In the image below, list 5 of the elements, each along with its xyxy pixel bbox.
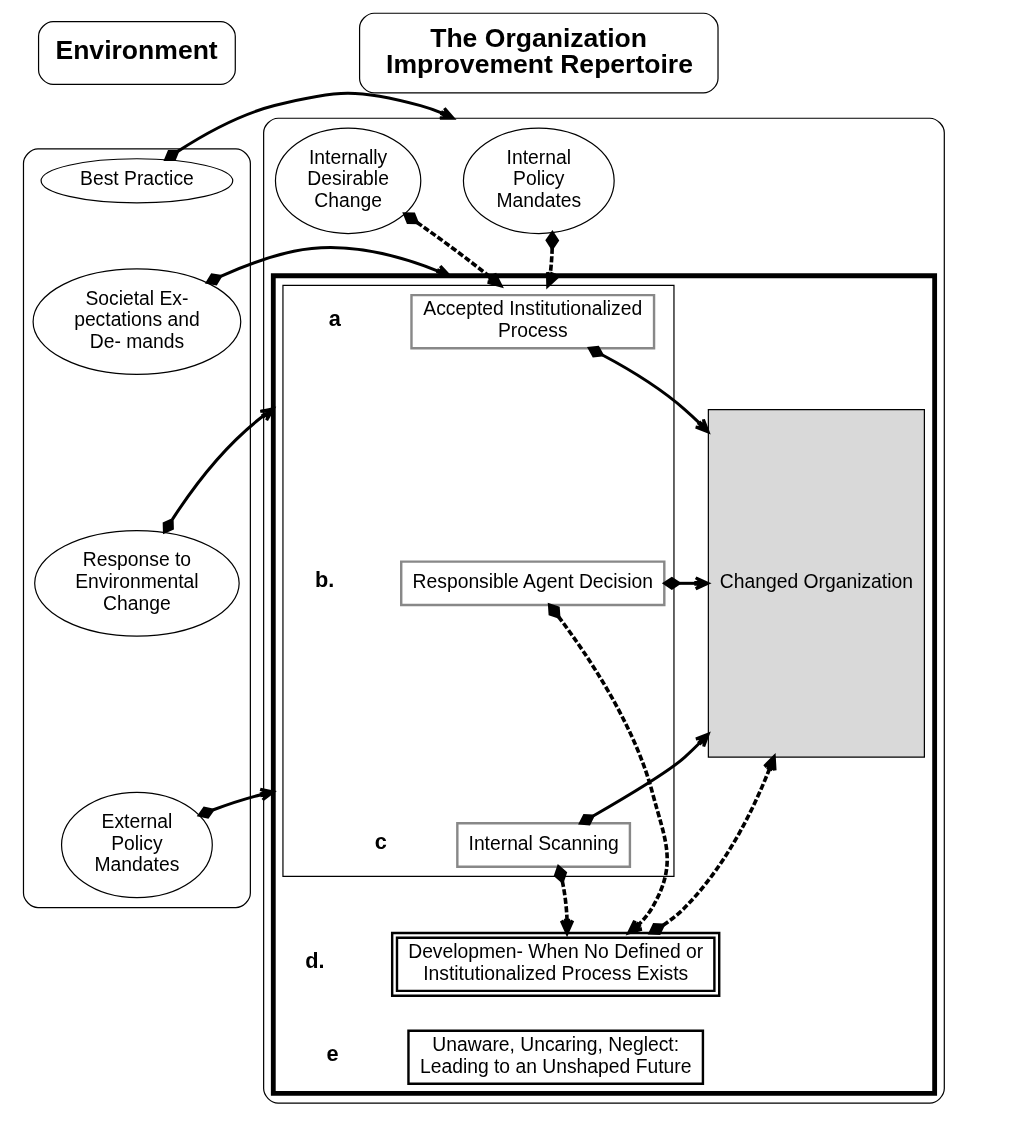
label: b. [314,567,334,593]
label: a [328,305,341,331]
label: c [374,829,387,855]
label: d. [304,948,325,974]
label: e [325,1041,338,1067]
